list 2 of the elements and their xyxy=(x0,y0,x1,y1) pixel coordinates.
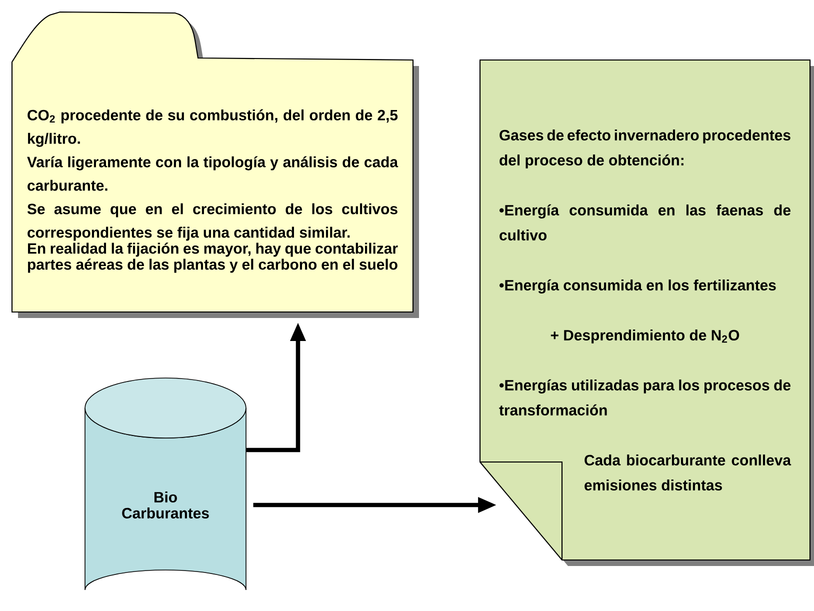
dog-eared-note: Gases de efecto invernadero procedentes del proceso de obtención: •Energía consumida en las faenas de cultivo •Energía consumida en los fertilizantes + Desprendimiento de N$_{2}$O •Energías utilizadas para los procesos de transformación Cada biocarburante conlleva emisiones distintas xyxy=(479,59,814,566)
folder-note: CO$_{2}$ procedente de su combustión, del orden de 2,5 kg/litro. Varía ligeramente con la tipología y análisis de cada carburante. Se asume que en el crecimiento de los cultivos correspondientes se fija una cantidad similar. En realidad la fijación es mayor, hay que contabilizar partes aéreas de las plantas y el carbono en el suelo xyxy=(11,11,419,318)
